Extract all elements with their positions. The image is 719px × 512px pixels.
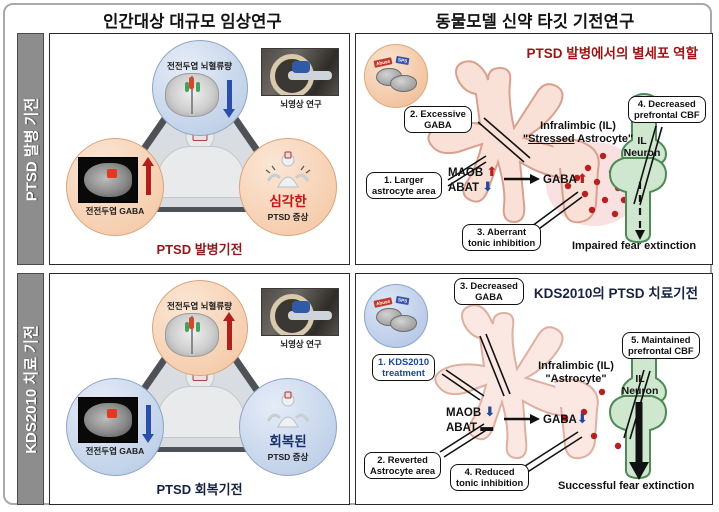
arrow-down-icon: ⬇: [484, 404, 496, 419]
animal-model-circle-onset: Abuse SPS: [364, 44, 428, 108]
bubble-cbf-caption: 전전두엽 뇌혈류량: [167, 60, 232, 71]
panel-clinical-recovery: 전전두엽 뇌혈류량 전전두엽 GABA: [49, 273, 350, 505]
panel-footer-onset: PTSD 발병기전: [156, 242, 243, 257]
bubble-symptoms-line2: PTSD 증상: [267, 452, 309, 463]
enzyme-block-treatment: MAOB ⬇ ABAT ▬: [446, 404, 496, 435]
mri-sagittal-scan: [77, 157, 138, 203]
bubble-symptoms-line2: PTSD 증상: [267, 212, 309, 223]
bubble-symptoms-line1: 회복된: [269, 433, 307, 449]
bubble-cbf-onset: 전전두엽 뇌혈류량: [151, 40, 248, 136]
product-gaba-onset: GABA⬆: [543, 171, 588, 186]
bubble-symptoms-recovery: 회복된 PTSD 증상: [239, 378, 337, 476]
arrow-up-icon: ⬆: [576, 171, 588, 186]
column-header-left: 인간대상 대규모 임상연구: [103, 13, 282, 31]
panel-clinical-onset: 전전두엽 뇌혈류량 전전두엽 GABA: [49, 33, 350, 265]
column-header-right: 동물모델 신약 타깃 기전연구: [435, 13, 635, 31]
bubble-gaba-caption: 전전두엽 GABA: [85, 206, 145, 216]
enzyme-block-onset: MAOB ⬆ ABAT ⬇: [448, 164, 498, 195]
brain-scan-axial: [165, 312, 219, 357]
animal-model-circle-treatment: Abuse SPS: [364, 284, 428, 348]
poster-frame: 인간대상 대규모 임상연구 동물모델 신약 타깃 기전연구 PTSD 발병 기전…: [3, 3, 713, 505]
side-tab-ptsd-onset: PTSD 발병 기전: [17, 33, 44, 265]
mouse-icon: Abuse SPS: [373, 295, 418, 333]
panel-mechanism-treatment: KDS2010의 PTSD 치료기전 Abuse SPS: [355, 273, 713, 505]
cell-label-onset: Infralimbic (IL) "Stressed Astrocyte": [522, 120, 634, 146]
panel-mechanism-onset: PTSD 발병에서의 별세포 역할 Abuse SPS: [355, 33, 713, 265]
arrow-down-icon: ⬇: [576, 411, 588, 426]
neuroimaging-photo: [261, 288, 339, 336]
outcome-onset: Impaired fear extinction: [572, 240, 697, 252]
brain-scan-axial: [165, 72, 219, 117]
side-tab-kds2010-treatment: KDS2010 치료 기전: [17, 273, 44, 505]
cell-label-treatment: Infralimbic (IL) "Astrocyte": [538, 360, 614, 386]
arrow-down-blue: [141, 405, 154, 443]
product-gaba-treatment: GABA⬇: [543, 411, 588, 426]
bubble-gaba-recovery: 전전두엽 GABA: [66, 378, 164, 476]
neuron-label-treatment: IL Neuron: [621, 373, 659, 397]
neuroimaging-photo-caption: 뇌영상 연구: [280, 99, 322, 109]
bubble-cbf-recovery: 전전두엽 뇌혈류량: [151, 280, 248, 376]
bubble-gaba-caption: 전전두엽 GABA: [85, 446, 145, 456]
arrow-up-red: [141, 157, 154, 195]
neuroimaging-photo-caption: 뇌영상 연구: [280, 339, 322, 349]
meditating-person-icon: [266, 391, 310, 428]
side-tab-bottom-label: KDS2010 치료 기전: [23, 324, 41, 454]
bubble-symptoms-onset: 심각한 PTSD 증상: [239, 138, 337, 236]
side-tab-top-label: PTSD 발병 기전: [23, 97, 41, 201]
meditating-person-icon: [265, 151, 311, 188]
mechanism-title-treatment: KDS2010의 PTSD 치료기전: [533, 286, 698, 301]
neuron-label-onset: IL Neuron: [623, 135, 661, 159]
neuroimaging-photo: [261, 48, 339, 96]
arrow-up-icon: ⬆: [486, 164, 498, 179]
mri-sagittal-scan: [77, 397, 138, 443]
arrow-up-red: [223, 311, 235, 350]
arrow-down-blue: [223, 79, 235, 118]
bubble-symptoms-line1: 심각한: [269, 193, 307, 209]
arrow-down-icon: ⬇: [482, 179, 494, 195]
bubble-cbf-caption: 전전두엽 뇌혈류량: [167, 300, 232, 311]
equals-icon: ▬: [480, 419, 494, 435]
panel-footer-recovery: PTSD 회복기전: [156, 482, 243, 497]
outcome-treatment: Successful fear extinction: [558, 480, 695, 492]
bubble-gaba-onset: 전전두엽 GABA: [66, 138, 164, 236]
mechanism-title-onset: PTSD 발병에서의 별세포 역할: [526, 46, 698, 61]
mouse-icon: Abuse SPS: [373, 55, 418, 93]
